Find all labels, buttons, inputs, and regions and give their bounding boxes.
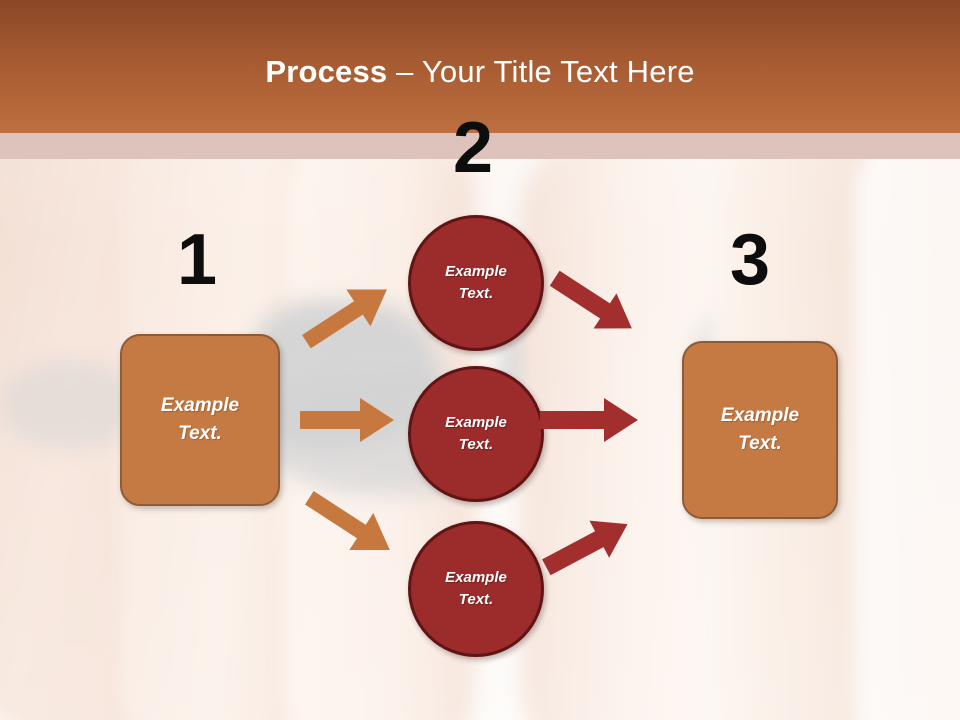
step-box-left-line2: Text. [178,423,222,444]
arrow-left-to-branch-middle-icon [300,398,396,442]
branch-circle-top-line1: Example [445,262,507,280]
header-band [0,0,960,133]
branch-circle-bottom-line2: Text. [458,591,494,608]
branch-circle-bottom[interactable]: Example Text. [408,521,544,657]
arrow-left-to-branch-bottom-icon [298,491,398,570]
step-box-left-line1: Example [160,395,240,417]
branch-circle-middle-line2: Text. [458,436,494,453]
arrow-branch-bottom-to-right-icon [540,503,640,576]
background-shape-6 [855,125,960,720]
background-shadow-6 [0,360,140,450]
step-number-1: 1 [176,220,218,300]
page-title: Process – Your Title Text Here [0,54,960,90]
page-title-rest: – Your Title Text Here [387,54,695,89]
branch-circle-middle[interactable]: Example Text. [408,366,544,502]
step-box-right-line2: Text. [738,433,782,454]
arrow-branch-middle-to-right-icon [540,398,640,442]
step-box-right[interactable]: Example Text. [682,341,838,519]
arrow-left-to-branch-top-icon [300,272,400,349]
branch-circle-bottom-line1: Example [445,568,507,586]
step-box-left[interactable]: Example Text. [120,334,280,506]
branch-circle-top-line2: Text. [458,285,494,302]
header-accent-band [0,133,960,159]
branch-circle-top[interactable]: Example Text. [408,215,544,351]
arrow-branch-top-to-right-icon [545,270,645,354]
step-number-3: 3 [729,220,771,300]
page-title-strong: Process [265,54,388,89]
step-box-right-line1: Example [720,405,800,427]
step-number-2: 2 [452,108,494,188]
branch-circle-middle-line1: Example [445,413,507,431]
